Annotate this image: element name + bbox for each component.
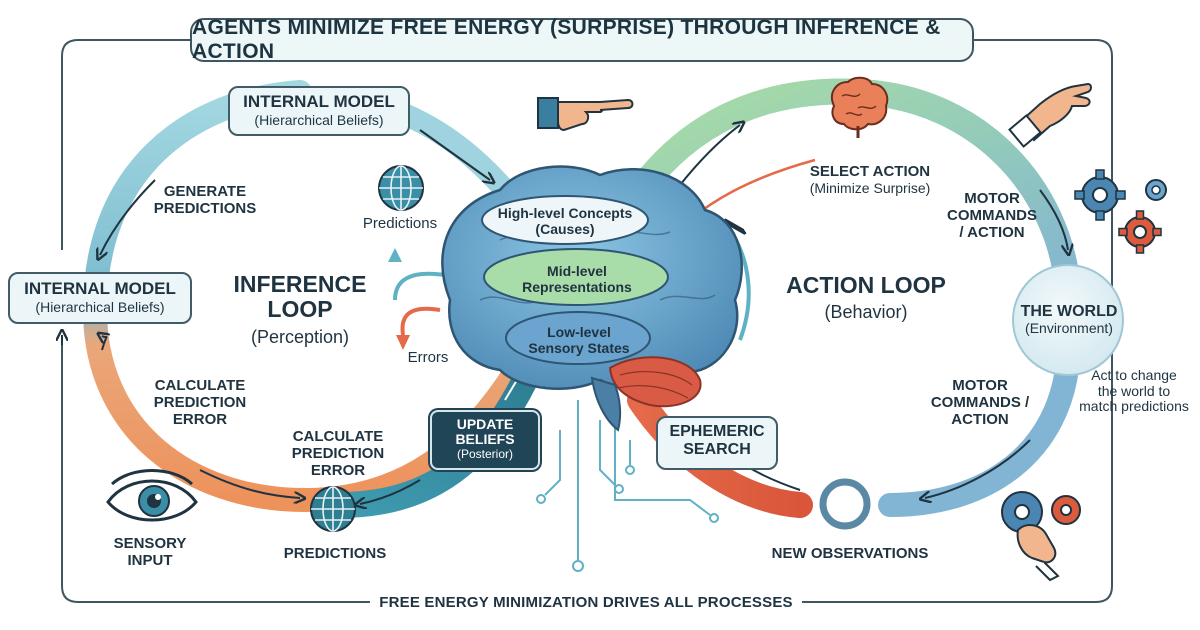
internal-model-top-title: INTERNAL MODEL	[243, 92, 395, 111]
ephemeric-search-box: EPHEMERIC SEARCH	[656, 416, 778, 470]
globe-icon	[378, 165, 424, 211]
loop-arrow-2	[100, 179, 156, 255]
ephemeric-line1: EPHEMERIC	[669, 423, 765, 440]
brain-low-line2: Sensory States	[528, 339, 630, 356]
loop-arrow-4	[199, 469, 300, 498]
generate-predictions-label: GENERATE PREDICTIONS	[150, 183, 260, 218]
generate-predictions-line2: PREDICTIONS	[153, 199, 257, 217]
brain-icon	[830, 76, 889, 138]
brain-mid-line2: Representations	[522, 278, 632, 295]
action-arrow-1	[679, 125, 740, 186]
predictions-mid-label: Predictions	[362, 215, 438, 232]
pointing-hand-icon	[537, 97, 634, 132]
motor-bottom-line1: MOTOR	[952, 377, 1008, 394]
gear-icon	[1118, 210, 1162, 254]
action-arrow-3	[925, 439, 1031, 498]
internal-model-left-subtitle: (Hierarchical Beliefs)	[35, 298, 165, 315]
internal-model-left-title: INTERNAL MODEL	[24, 279, 176, 298]
errors-arrow-head	[396, 335, 410, 350]
predictions-bottom-label: PREDICTIONS	[283, 545, 387, 562]
brain-high-line1: High-level Concepts	[497, 205, 633, 221]
brain-high-line2: (Causes)	[535, 220, 595, 237]
update-beliefs-box: UPDATE BELIEFS (Posterior)	[430, 410, 540, 470]
world-subtitle: (Environment)	[1025, 319, 1113, 336]
hand-icon	[1016, 524, 1060, 582]
select-action-label: SELECT ACTION (Minimize Surprise)	[790, 163, 950, 196]
brain-graphic	[441, 165, 743, 432]
select-action-title: SELECT ACTION	[809, 163, 931, 180]
update-beliefs-line1: UPDATE	[456, 416, 514, 432]
inference-loop-title-line2: LOOP	[267, 296, 333, 323]
select-action-subtitle: (Minimize Surprise)	[809, 179, 931, 196]
brain-low-line1: Low-level	[547, 324, 611, 340]
motor-bottom-line3: ACTION	[951, 410, 1009, 428]
act-note-line2: the world to	[1097, 382, 1171, 399]
motor-top-line1: MOTOR	[964, 190, 1020, 207]
errors-label: Errors	[407, 349, 449, 366]
internal-model-top-subtitle: (Hierarchical Beliefs)	[254, 111, 384, 128]
motor-commands-bottom-label: MOTOR COMMANDS / ACTION	[930, 377, 1030, 428]
ephemeric-red-arc	[627, 387, 813, 518]
gear-icon	[1051, 495, 1081, 525]
inference-loop-title-line1: INFERENCE	[233, 271, 367, 297]
sensory-input-label: SENSORY INPUT	[100, 535, 200, 570]
act-note-line3: match predictions	[1079, 398, 1189, 415]
loop-arrow-3	[102, 336, 107, 351]
calc-error-left-line1: CALCULATE	[154, 377, 246, 394]
update-beliefs-line2: BELIEFS	[455, 431, 515, 448]
action-arrow-2	[1039, 189, 1068, 250]
gear-icon	[1001, 491, 1043, 533]
gear-icon	[1145, 179, 1167, 201]
brain-mid-level-label: Mid-level Representations	[494, 263, 660, 295]
brain-mid-line1: Mid-level	[547, 263, 607, 279]
sensory-input-line2: INPUT	[127, 551, 173, 569]
update-beliefs-subtitle: (Posterior)	[456, 446, 513, 461]
motor-top-line3: / ACTION	[959, 223, 1025, 241]
calculate-error-left-label: CALCULATE PREDICTION ERROR	[140, 377, 260, 428]
motor-top-line2: COMMANDS	[947, 206, 1037, 224]
loop-arrow-1	[419, 129, 490, 180]
internal-model-top-box: INTERNAL MODEL (Hierarchical Beliefs)	[228, 86, 410, 136]
calc-error-bottom-line1: CALCULATE	[292, 428, 384, 445]
brain-low-level-label: Low-level Sensory States	[506, 324, 652, 356]
page-title: AGENTS MINIMIZE FREE ENERGY (SURPRISE) T…	[190, 16, 974, 63]
motor-bottom-line2: COMMANDS /	[930, 393, 1030, 411]
calculate-error-bottom-label: CALCULATE PREDICTION ERROR	[278, 428, 398, 479]
errors-arrow	[400, 306, 441, 336]
globe-icon	[310, 486, 356, 532]
calc-error-bottom-line2: PREDICTION	[291, 444, 385, 462]
new-observations-ring	[819, 478, 871, 530]
predictions-arrow	[393, 271, 446, 301]
internal-model-left-box: INTERNAL MODEL (Hierarchical Beliefs)	[8, 272, 192, 324]
ephemeric-line2: SEARCH	[683, 441, 751, 459]
generate-predictions-line1: GENERATE	[163, 183, 247, 200]
inference-loop-title: INFERENCE LOOP	[230, 271, 370, 323]
act-note-line1: Act to change	[1091, 367, 1177, 383]
loop-arrow-5	[360, 479, 421, 504]
calc-error-left-line2: PREDICTION	[153, 393, 247, 411]
motor-commands-top-label: MOTOR COMMANDS / ACTION	[942, 190, 1042, 241]
hand-icon	[1008, 82, 1092, 148]
act-note-label: Act to change the world to match predict…	[1068, 367, 1200, 415]
sensory-input-line1: SENSORY	[113, 535, 187, 552]
world-label: THE WORLD (Environment)	[1014, 303, 1124, 337]
action-loop-title: ACTION LOOP	[786, 272, 946, 298]
inference-loop-subtitle: (Perception)	[250, 327, 350, 347]
circuit-lines-icon	[536, 400, 719, 572]
action-loop-subtitle: (Behavior)	[824, 302, 908, 322]
footer-caption: FREE ENERGY MINIMIZATION DRIVES ALL PROC…	[370, 591, 802, 613]
calc-error-left-line3: ERROR	[172, 410, 228, 428]
brain-high-level-label: High-level Concepts (Causes)	[482, 205, 648, 237]
inference-loop-ring	[82, 80, 522, 513]
eye-icon	[106, 469, 198, 522]
gear-icon	[1074, 169, 1126, 221]
world-circle	[1012, 264, 1124, 376]
calc-error-bottom-line3: ERROR	[310, 461, 366, 479]
world-title: THE WORLD	[1020, 303, 1118, 320]
new-observations-label: NEW OBSERVATIONS	[771, 545, 929, 562]
predictions-arrow-head	[388, 248, 402, 262]
